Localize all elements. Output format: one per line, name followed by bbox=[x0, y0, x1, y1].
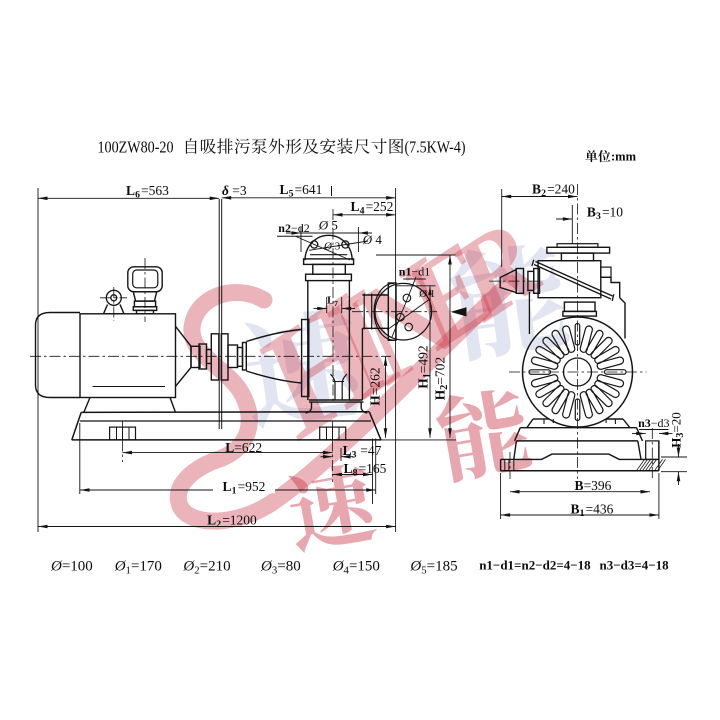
svg-text:H=262: H=262 bbox=[368, 367, 383, 405]
svg-text:Ø 3: Ø 3 bbox=[322, 241, 341, 253]
svg-text:Ø3=80: Ø3=80 bbox=[260, 559, 301, 577]
svg-text:Ø 5: Ø 5 bbox=[316, 218, 338, 233]
svg-text:Ø 1: Ø 1 bbox=[417, 288, 435, 300]
svg-text:n1−d1=n2−d2=4−18: n1−d1=n2−d2=4−18 bbox=[479, 558, 591, 573]
svg-text:(7.5KW-4): (7.5KW-4) bbox=[405, 138, 466, 157]
svg-text:Ø4=150: Ø4=150 bbox=[332, 559, 380, 577]
svg-text:100ZW80-20: 100ZW80-20 bbox=[98, 138, 174, 157]
svg-text:L=622: L=622 bbox=[225, 440, 262, 455]
svg-text:Ø5=185: Ø5=185 bbox=[409, 559, 457, 577]
svg-text:L2 =1200: L2 =1200 bbox=[207, 513, 257, 531]
svg-text:n2−d2: n2−d2 bbox=[278, 221, 309, 235]
svg-text:Ø1=170: Ø1=170 bbox=[114, 559, 162, 577]
svg-text:B1 =436: B1 =436 bbox=[571, 502, 614, 520]
svg-text:n3−d3: n3−d3 bbox=[638, 416, 669, 430]
svg-text:L8 =165: L8 =165 bbox=[344, 461, 387, 479]
svg-text:n3−d3=4−18: n3−d3=4−18 bbox=[600, 558, 670, 573]
svg-text:Ø 4: Ø 4 bbox=[360, 232, 382, 247]
svg-text:L4 =252: L4 =252 bbox=[351, 199, 394, 217]
svg-text:Ø=100: Ø=100 bbox=[50, 559, 93, 575]
svg-text:L6 =563: L6 =563 bbox=[126, 183, 169, 201]
svg-text:H3=20: H3=20 bbox=[669, 412, 687, 447]
svg-text:Ø2=210: Ø2=210 bbox=[182, 559, 230, 577]
svg-text:n1−d1: n1−d1 bbox=[399, 265, 430, 279]
svg-text:B=396: B=396 bbox=[575, 478, 612, 493]
svg-text:L7: L7 bbox=[327, 296, 339, 309]
svg-text:L3 =47: L3 =47 bbox=[343, 443, 382, 461]
svg-text:H2=702: H2=702 bbox=[433, 357, 451, 400]
svg-text:δ =3: δ =3 bbox=[222, 183, 247, 198]
svg-text::mm: :mm bbox=[611, 150, 637, 164]
svg-text:L1 =952: L1 =952 bbox=[223, 479, 266, 497]
svg-text:B2 =240: B2 =240 bbox=[532, 182, 575, 200]
svg-text:L5 =641: L5 =641 bbox=[280, 182, 323, 200]
svg-text:H1=492: H1=492 bbox=[416, 345, 434, 388]
svg-text:B3 =10: B3 =10 bbox=[587, 205, 623, 223]
